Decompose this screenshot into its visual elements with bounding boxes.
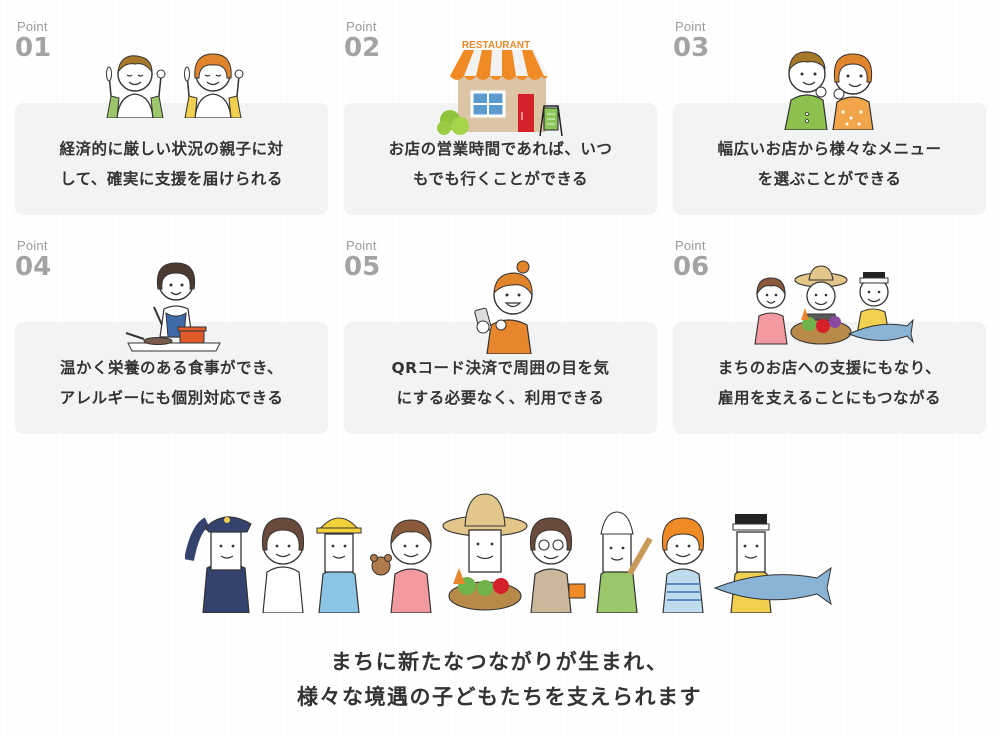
- card-text-line: まちのお店への支援にもなり、: [717, 359, 942, 377]
- card-text-line: もでも行くことができる: [412, 170, 589, 188]
- point-label: Point: [675, 19, 706, 34]
- point-number: 02: [344, 33, 381, 63]
- card-text-line: 幅広いお店から様々なメニュー: [717, 140, 942, 158]
- point-label: Point: [17, 19, 48, 34]
- doctor-figure: [261, 517, 305, 613]
- footer-message: まちに新たなつながりが生まれ、 様々な境遇の子どもたちを支えられます: [0, 645, 999, 715]
- point-01: Point 01 経済的に厳しい状況の親子に対 して、確実に支援を届けられる: [15, 0, 328, 220]
- point-number: 04: [15, 252, 52, 282]
- card-text-line: にする必要なく、利用できる: [396, 389, 605, 407]
- point-label: Point: [675, 238, 706, 253]
- point-02: Point 02 RESTAURANT お店の営業時間であれば、いつ もでも行く…: [344, 0, 657, 220]
- point-number: 06: [673, 252, 710, 282]
- carpenter-figure: [596, 511, 653, 613]
- girl-figure: [661, 517, 705, 613]
- restaurant-sign: RESTAURANT: [462, 40, 530, 51]
- card-text-line: 温かく栄養のある食事ができ、: [60, 359, 283, 377]
- point-number: 01: [15, 33, 52, 63]
- point-05: Point 05 QRコード決済で周囲の目を気 にする必要なく、利用できる: [344, 219, 657, 439]
- townspeople-group-illustration: [185, 493, 832, 613]
- two-kids-thinking-illustration: [784, 51, 874, 130]
- shopkeepers-illustration: [754, 265, 914, 345]
- card-text-line: 経済的に厳しい状況の親子に対: [59, 140, 284, 158]
- card-text-line: QRコード決済で周囲の目を気: [391, 359, 610, 377]
- point-03: Point 03 幅広いお店から様々なメニュー を選ぶことができる: [673, 0, 986, 220]
- nursery-teacher-figure: [390, 519, 432, 613]
- footer-line: まちに新たなつながりが生まれ、: [330, 650, 669, 674]
- construction-worker-figure: [316, 517, 362, 613]
- card-text-line: アレルギーにも個別対応できる: [59, 389, 284, 407]
- card-text-line: お店の営業時間であれば、いつ: [388, 140, 613, 158]
- card-text-line: を選ぶことができる: [757, 170, 902, 188]
- point-number: 05: [344, 252, 381, 282]
- point-04: Point 04 温かく栄養のある食事ができ、 アレルギーにも個別対応できる: [15, 219, 328, 439]
- restaurant-storefront-illustration: RESTAURANT: [437, 40, 563, 136]
- woman-with-smartphone-illustration: [474, 260, 533, 354]
- teddy-bear-figure: [370, 554, 392, 576]
- point-label: Point: [17, 238, 48, 253]
- card-text-line: 雇用を支えることにもつながる: [718, 389, 941, 407]
- point-card: 経済的に厳しい状況の親子に対 して、確実に支援を届けられる: [15, 103, 328, 215]
- point-number: 03: [673, 33, 710, 63]
- office-worker-figure: [529, 517, 586, 613]
- point-06: Point 06 まちのお店への支援にもなり、 雇用を支えることにもつながる: [673, 219, 986, 439]
- point-label: Point: [346, 19, 377, 34]
- farmer-figure: [442, 493, 528, 611]
- two-kids-eating-illustration: [106, 53, 244, 118]
- fishmonger-figure: [713, 514, 832, 613]
- footer-line: 様々な境遇の子どもたちを支えられます: [297, 685, 702, 709]
- card-text-line: して、確実に支援を届けられる: [60, 170, 283, 188]
- woman-cooking-illustration: [125, 262, 221, 352]
- police-officer-figure: [185, 516, 252, 613]
- point-card: 幅広いお店から様々なメニュー を選ぶことができる: [673, 103, 986, 215]
- point-label: Point: [346, 238, 377, 253]
